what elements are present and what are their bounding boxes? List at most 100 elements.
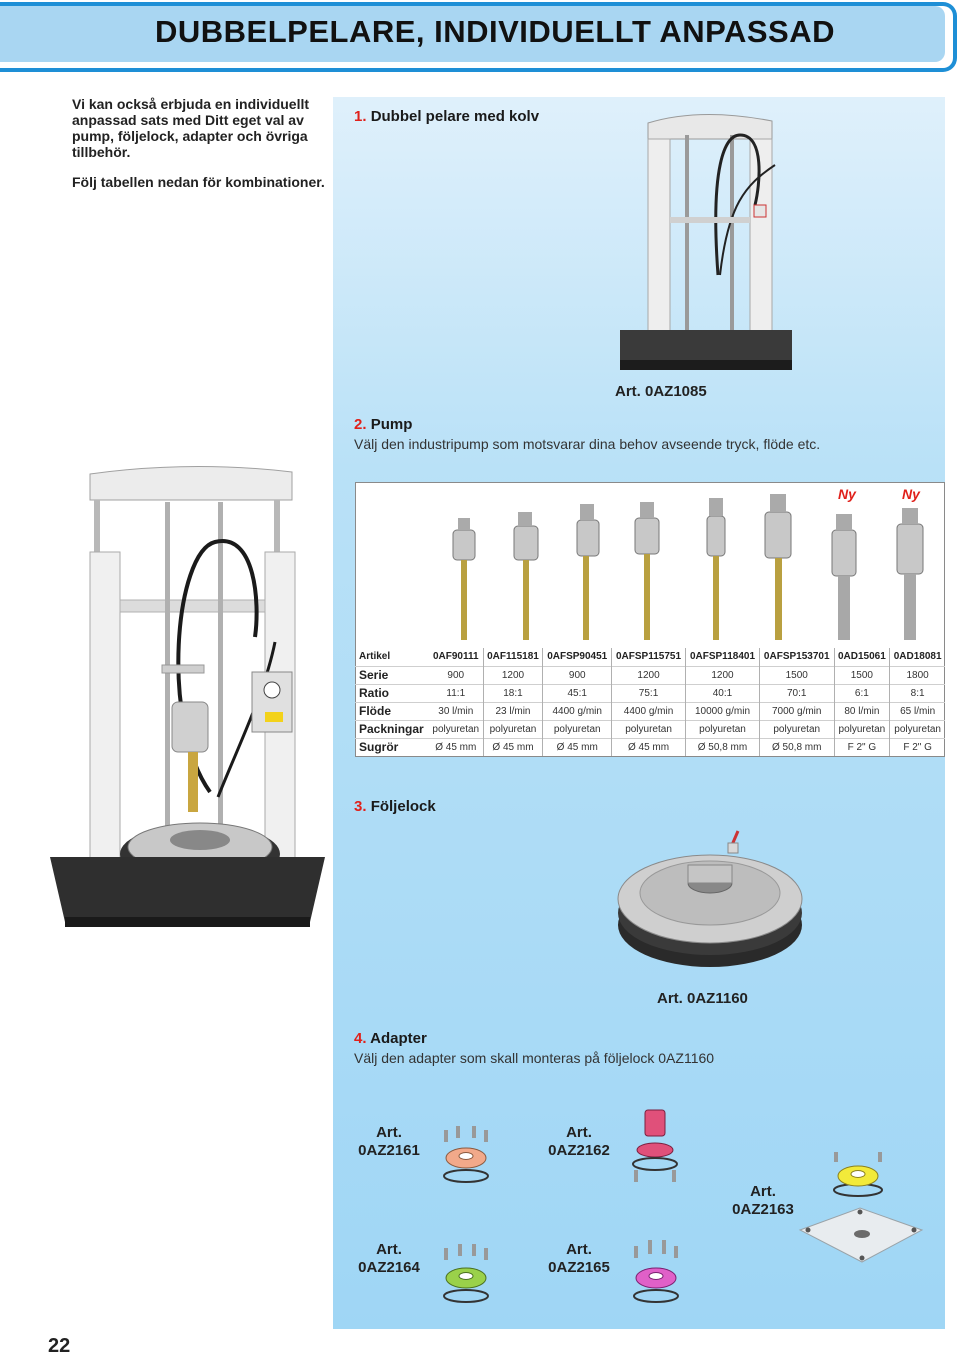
- table-cell: 1200: [685, 666, 760, 684]
- adapter-0az2162-art: Art.: [566, 1124, 592, 1141]
- page-title: DUBBELPELARE, INDIVIDUELLT ANPASSAD: [155, 14, 836, 49]
- pump-image-0ad18081: [896, 508, 924, 640]
- adapter-0az2162-label: Art. 0AZ2162: [544, 1124, 614, 1160]
- table-cell: polyuretan: [483, 720, 544, 738]
- adapter-0az2165-art: Art.: [566, 1241, 592, 1258]
- table-cell: 80 l/min: [834, 702, 891, 720]
- table-cell: 4400 g/min: [542, 702, 613, 720]
- table-cell: polyuretan: [611, 720, 687, 738]
- adapter-0az2164-art: Art.: [376, 1241, 402, 1258]
- table-cell: polyuretan: [542, 720, 613, 738]
- adapter-0az2161-image: [443, 1126, 489, 1183]
- table-cell: polyuretan: [429, 720, 484, 738]
- pump-image-0af90111: [452, 518, 476, 640]
- step-3-title: 3. Följelock: [354, 798, 436, 815]
- adapter-0az2165-code: 0AZ2165: [548, 1259, 610, 1276]
- table-cell: 30 l/min: [429, 702, 484, 720]
- adapter-0az2165-image: [633, 1240, 679, 1303]
- table-cell: 11:1: [429, 684, 484, 702]
- new-tag-2: Ny: [902, 486, 920, 502]
- step-3-art-number: Art. 0AZ1160: [657, 990, 748, 1007]
- intro-text: Vi kan också erbjuda en individuellt anp…: [72, 96, 327, 190]
- row-label: Sugrör: [359, 740, 399, 755]
- table-cell: 7000 g/min: [759, 702, 835, 720]
- row-label: Artikel: [359, 651, 391, 663]
- table-cell: 6:1: [834, 684, 891, 702]
- step-4-title: 4. Adapter: [354, 1030, 427, 1047]
- new-tag-1: Ny: [838, 486, 856, 502]
- table-cell: 0AFSP90451: [542, 648, 613, 666]
- table-cell: 23 l/min: [483, 702, 544, 720]
- step-2-title: 2. Pump: [354, 416, 412, 433]
- header-band: [0, 6, 945, 62]
- step-3-number: 3.: [354, 798, 367, 815]
- intro-paragraph-1: Vi kan också erbjuda en individuellt anp…: [72, 96, 310, 160]
- step-4-description: Välj den adapter som skall monteras på f…: [354, 1050, 715, 1066]
- table-cell: 10000 g/min: [685, 702, 760, 720]
- table-cell: 45:1: [542, 684, 613, 702]
- adapter-0az2161-label: Art. 0AZ2161: [354, 1124, 424, 1160]
- intro-paragraph-2: Följ tabellen nedan för kombinationer.: [72, 174, 325, 190]
- table-cell: Ø 45 mm: [483, 738, 544, 756]
- adapter-0az2165-label: Art. 0AZ2165: [544, 1241, 614, 1277]
- table-cell: 0AF115181: [483, 648, 544, 666]
- step-1-art-number: Art. 0AZ1085: [615, 383, 707, 400]
- table-cell: Ø 45 mm: [429, 738, 484, 756]
- step-2-number: 2.: [354, 416, 367, 433]
- table-cell: 18:1: [483, 684, 544, 702]
- adapter-0az2164-image: [443, 1244, 489, 1303]
- table-cell: Ø 45 mm: [542, 738, 613, 756]
- row-label: Packningar: [359, 722, 424, 736]
- adapter-0az2163-code: 0AZ2163: [732, 1201, 794, 1218]
- table-cell: Ø 50,8 mm: [685, 738, 760, 756]
- table-cell: Ø 45 mm: [611, 738, 687, 756]
- step-2-description: Välj den industripump som motsvarar dina…: [354, 436, 821, 452]
- adapter-0az2164-label: Art. 0AZ2164: [354, 1241, 424, 1277]
- adapter-0az2161-art: Art.: [376, 1124, 402, 1141]
- table-cell: 65 l/min: [900, 705, 936, 717]
- step-4-number: 4.: [354, 1030, 367, 1047]
- table-cell: polyuretan: [685, 720, 760, 738]
- double-column-frame-image: [620, 114, 792, 370]
- adapter-0az2161-code: 0AZ2161: [358, 1142, 420, 1159]
- table-cell: 1500: [834, 666, 891, 684]
- adapter-0az2162-image: [632, 1109, 678, 1182]
- table-cell: 900: [429, 666, 484, 684]
- row-label: Serie: [359, 668, 389, 682]
- row-label: Flöde: [359, 704, 391, 718]
- table-cell: 0AFSP153701: [759, 648, 835, 666]
- step-1-label: Dubbel pelare med kolv: [370, 108, 540, 125]
- table-cell: 0AD15061: [834, 648, 891, 666]
- step-3-label: Följelock: [370, 798, 436, 815]
- table-cell: 1200: [611, 666, 687, 684]
- adapter-0az2163-plate-image: [798, 1207, 924, 1263]
- table-cell: 0AFSP115751: [611, 648, 687, 666]
- table-cell: 1800: [906, 669, 929, 681]
- row-label: Ratio: [359, 686, 389, 700]
- step-2-label: Pump: [370, 416, 413, 433]
- table-cell: 0AD18081: [893, 651, 942, 663]
- adapter-0az2163-art: Art.: [750, 1183, 776, 1200]
- table-cell: Ø 50,8 mm: [759, 738, 835, 756]
- table-cell: 70:1: [759, 684, 835, 702]
- pump-image-0afsp90451: [576, 504, 600, 640]
- pump-image-0afsp118401: [706, 498, 726, 640]
- adapter-0az2162-code: 0AZ2162: [548, 1142, 610, 1159]
- page-number: 22: [48, 1335, 71, 1356]
- pump-images-row: [452, 494, 924, 640]
- table-cell: F 2" G: [834, 738, 891, 756]
- table-cell: 75:1: [611, 684, 687, 702]
- table-cell: polyuretan: [834, 720, 891, 738]
- table-cell: 900: [542, 666, 613, 684]
- adapter-0az2164-code: 0AZ2164: [358, 1259, 420, 1276]
- adapter-0az2163-label: Art. 0AZ2163: [728, 1183, 798, 1219]
- pump-image-0afsp153701: [764, 494, 792, 640]
- adapter-0az2163-image: [833, 1152, 883, 1197]
